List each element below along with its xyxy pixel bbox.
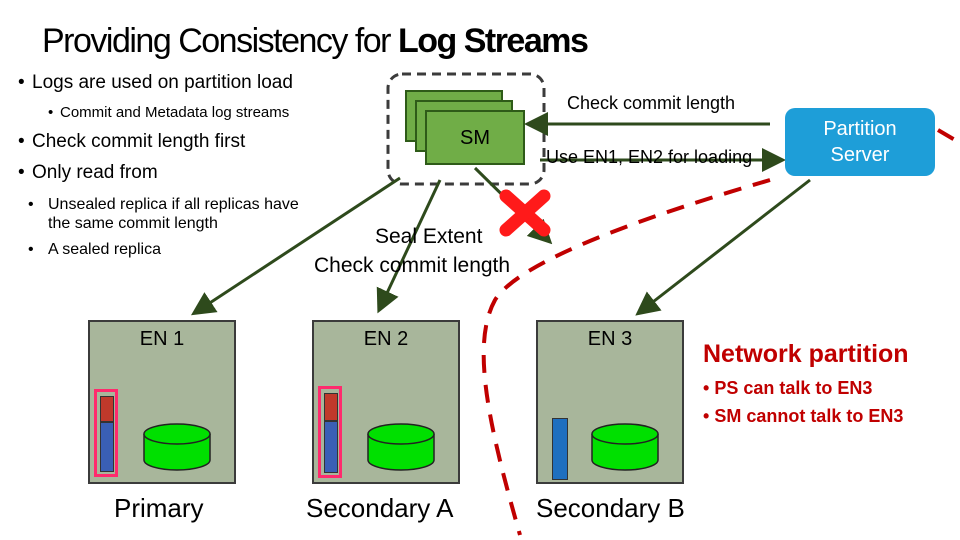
- en1-disk-icon: [143, 423, 211, 471]
- bullet-logs-partition-load: •Logs are used on partition load: [18, 72, 293, 93]
- en2-role: Secondary A: [306, 493, 454, 523]
- slide-title: Providing Consistency for Log Streams: [42, 22, 589, 61]
- en2-log-segment: [324, 421, 338, 473]
- en1-sealed-segment: [100, 396, 114, 422]
- en3-log-segment: [552, 418, 568, 480]
- arrow-sm-en1: [190, 176, 401, 316]
- sm-group-outline: [386, 72, 546, 186]
- bullet-commit-metadata: •Commit and Metadata log streams: [48, 104, 290, 121]
- bullet-text: the same commit length: [48, 215, 218, 232]
- arrow-ps-en3: [635, 178, 811, 316]
- np-item-2-text: SM cannot talk to EN3: [714, 406, 904, 426]
- en1-replica-outline: [94, 389, 118, 477]
- label-check-commit-length: Check commit length: [567, 93, 736, 113]
- sm-card: SM: [425, 110, 525, 165]
- network-partition-title: Network partition: [703, 340, 909, 368]
- bullet-only-read-from: •Only read from: [18, 162, 158, 183]
- en3-label: EN 3: [587, 328, 633, 350]
- bullet-text: Only read from: [32, 162, 158, 183]
- en2-disk-icon: [367, 423, 435, 471]
- title-bold-text: Log Streams: [397, 22, 589, 60]
- en1-role: Primary: [114, 493, 204, 523]
- bullet-check-commit-first: •Check commit length first: [18, 131, 246, 152]
- ps-label-line1: Partition: [823, 118, 897, 140]
- en1-log-segment: [100, 422, 114, 472]
- extent-node-2: EN 2: [312, 320, 460, 484]
- blocked-x-icon: [499, 189, 551, 237]
- extent-node-1: EN 1: [88, 320, 236, 484]
- bullet-sealed-replica: • A sealed replica: [28, 241, 161, 258]
- en2-label: EN 2: [363, 328, 409, 350]
- title-normal-text: Providing Consistency for: [42, 22, 398, 60]
- bullet-text: Unsealed replica if all replicas have: [48, 196, 299, 213]
- label-check-commit-length-2: Check commit length: [314, 254, 511, 277]
- np-item-2: • SM cannot talk to EN3: [703, 406, 904, 426]
- en3-role: Secondary B: [536, 493, 685, 523]
- en2-replica-outline: [318, 386, 342, 478]
- en2-sealed-segment: [324, 393, 338, 421]
- ps-label-line2: Server: [830, 144, 890, 166]
- bullet-text: Check commit length first: [32, 131, 246, 152]
- en3-disk-icon: [591, 423, 659, 471]
- extent-node-3: EN 3: [536, 320, 684, 484]
- bullet-text: A sealed replica: [48, 241, 161, 258]
- label-seal-extent: Seal Extent: [375, 225, 483, 248]
- sm-label: SM: [460, 127, 490, 149]
- en1-label: EN 1: [139, 328, 185, 350]
- np-item-1: • PS can talk to EN3: [703, 378, 873, 398]
- np-item-1-text: PS can talk to EN3: [714, 378, 873, 398]
- bullet-text: Commit and Metadata log streams: [60, 104, 290, 121]
- bullet-text: Logs are used on partition load: [32, 72, 293, 93]
- arrow-sm-en2: [376, 179, 442, 314]
- label-use-en: Use EN1, EN2 for loading: [546, 147, 753, 167]
- network-partition-line: [481, 128, 957, 536]
